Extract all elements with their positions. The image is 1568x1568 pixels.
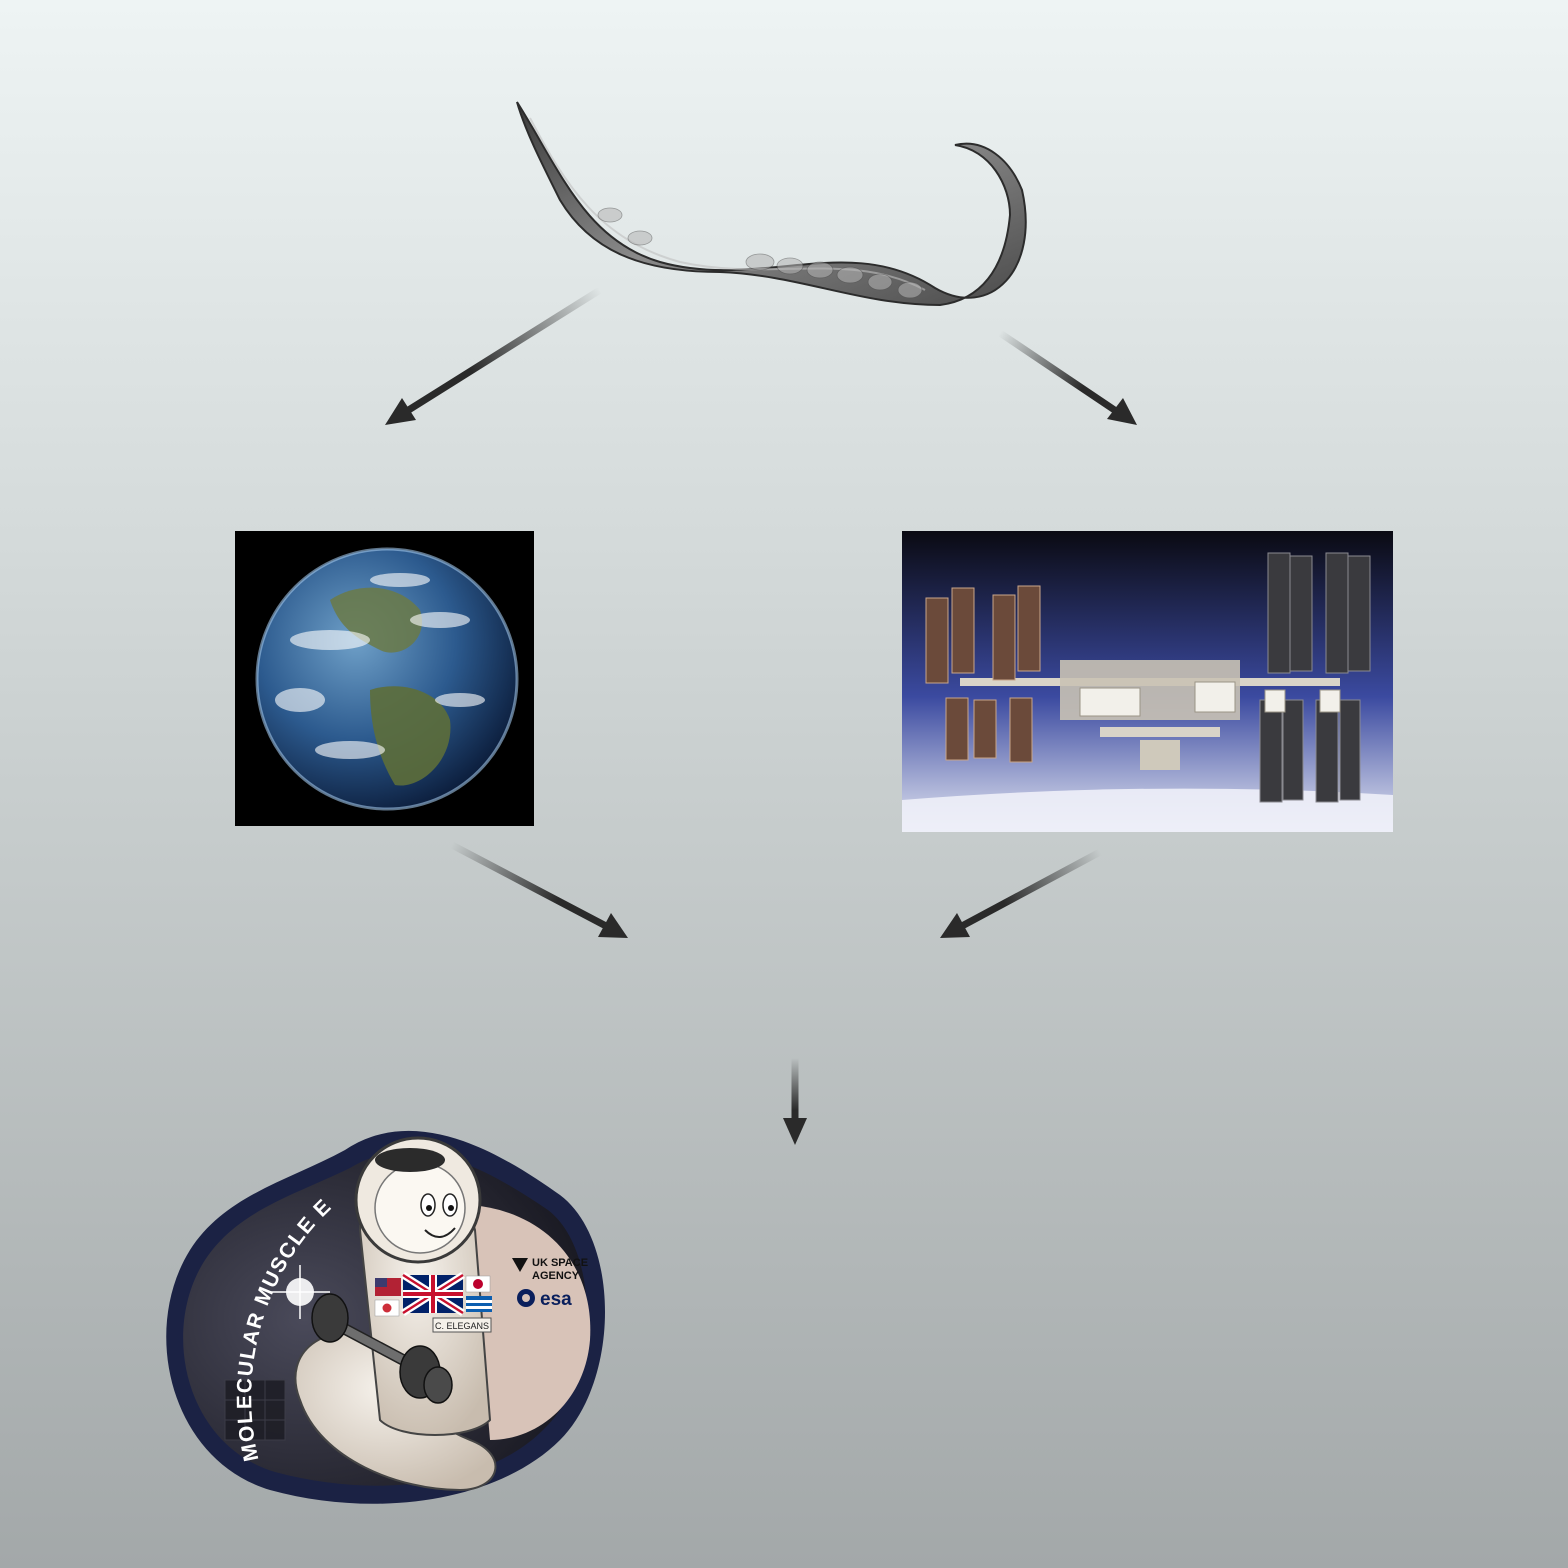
esa-text: esa xyxy=(540,1289,572,1310)
uk-space-agency-icon xyxy=(512,1258,528,1272)
uk-space-agency-logo: UK SPACE AGENCY xyxy=(512,1257,588,1282)
name-tag-text: C. ELEGANS xyxy=(435,1321,489,1331)
dumbbell-icon xyxy=(311,1293,453,1404)
agency-line1: UK SPACE xyxy=(532,1257,588,1269)
iss-photo xyxy=(902,531,1393,832)
agency-line2: AGENCY xyxy=(532,1270,580,1282)
flags-group xyxy=(374,1272,492,1317)
earth-photo xyxy=(235,531,534,826)
arrow-worm-to-iss xyxy=(998,330,1137,425)
arrow-earth-to-result xyxy=(450,841,628,938)
c-elegans-worm-icon xyxy=(516,101,1027,307)
arrow-result-to-patch xyxy=(783,1058,807,1145)
arrow-iss-to-result xyxy=(940,848,1102,938)
astronaut-worm-icon: C. ELEGANS xyxy=(294,1136,497,1492)
name-tag xyxy=(432,1317,492,1333)
esa-logo: esa xyxy=(517,1289,572,1310)
arrow-worm-to-earth xyxy=(385,287,602,425)
